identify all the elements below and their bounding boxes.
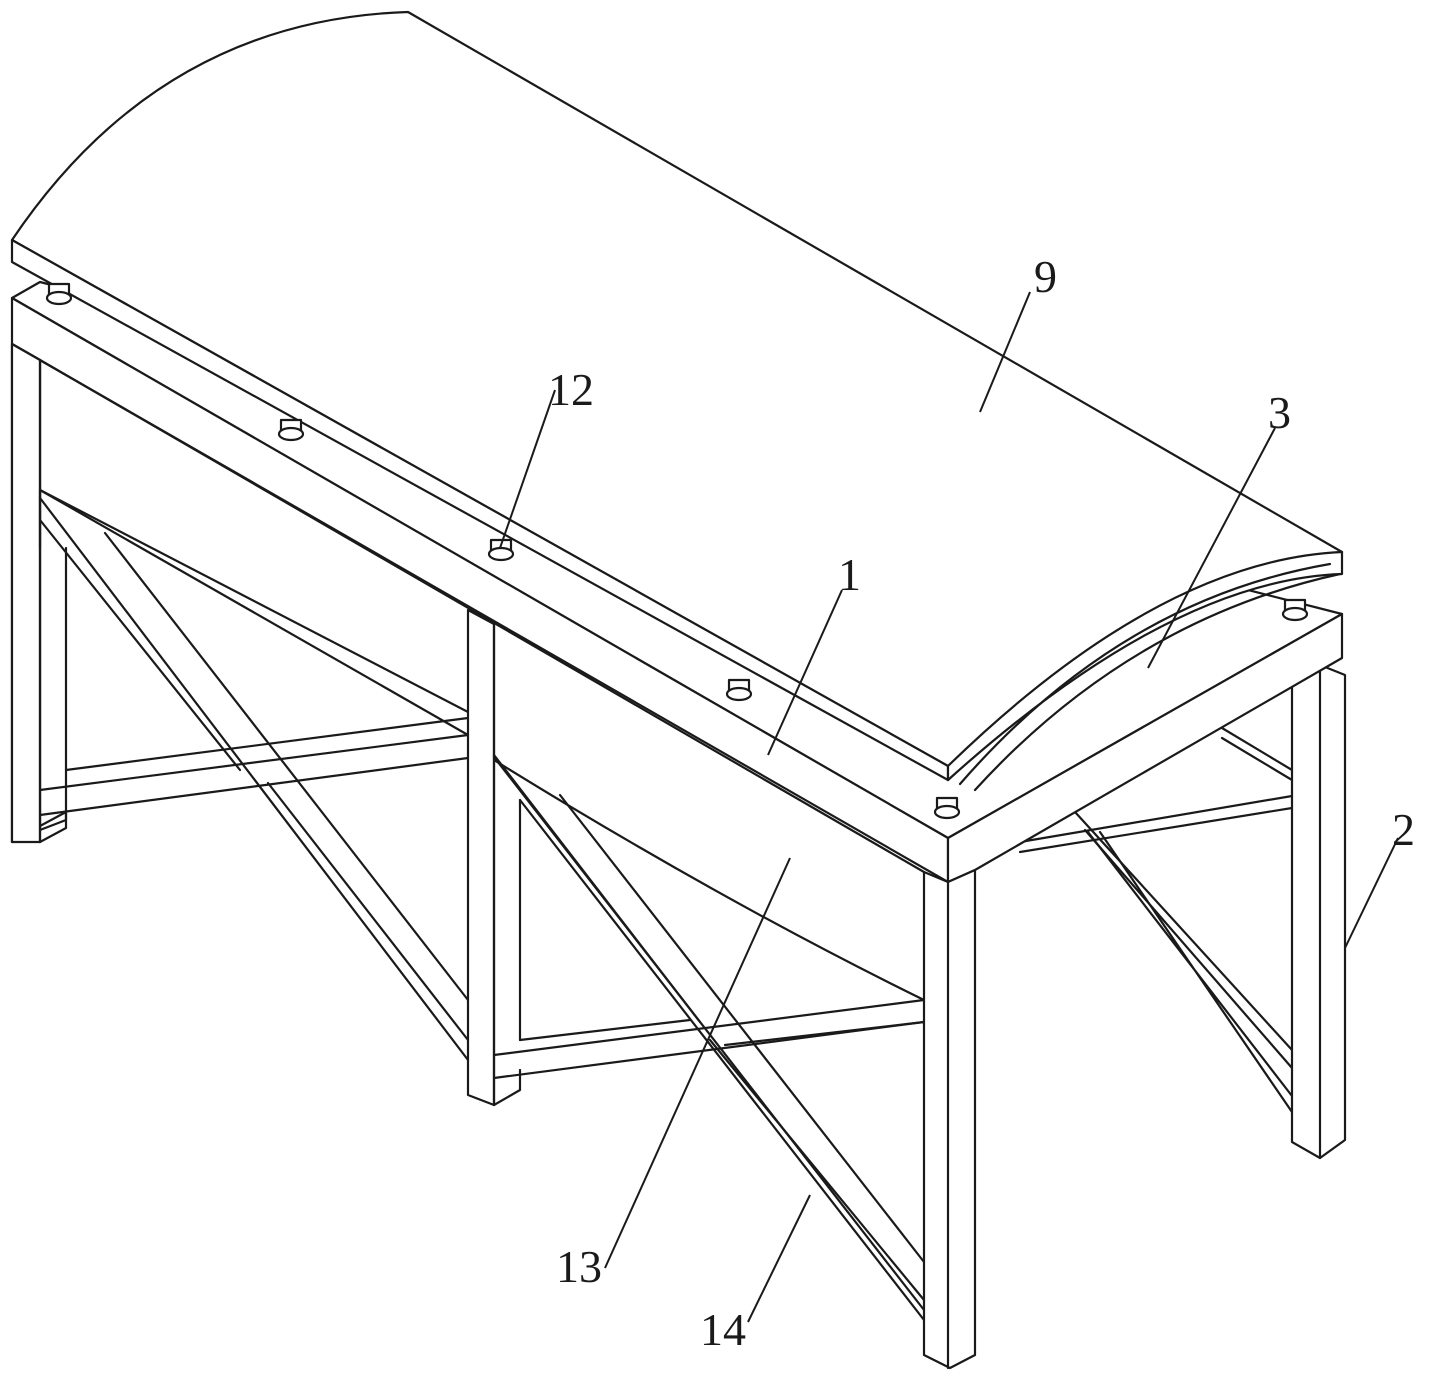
support-post bbox=[47, 284, 71, 304]
left-bay-bracing bbox=[40, 498, 468, 1060]
support-post bbox=[935, 798, 959, 818]
label-2: 2 bbox=[1392, 804, 1415, 855]
label-1: 1 bbox=[838, 549, 861, 600]
right-rear-leg bbox=[1292, 665, 1345, 1158]
leader-2 bbox=[1345, 838, 1398, 948]
label-9: 9 bbox=[1034, 251, 1057, 302]
label-3: 3 bbox=[1268, 387, 1291, 438]
leader-14 bbox=[748, 1195, 810, 1322]
leader-13 bbox=[605, 858, 790, 1268]
label-14: 14 bbox=[700, 1304, 746, 1355]
support-post bbox=[1283, 600, 1307, 620]
support-post bbox=[279, 420, 303, 440]
support-post bbox=[727, 680, 751, 700]
label-13: 13 bbox=[556, 1241, 602, 1292]
front-right-leg bbox=[924, 870, 975, 1368]
label-12: 12 bbox=[548, 364, 594, 415]
middle-leg bbox=[468, 610, 520, 1105]
left-front-leg bbox=[12, 344, 66, 842]
